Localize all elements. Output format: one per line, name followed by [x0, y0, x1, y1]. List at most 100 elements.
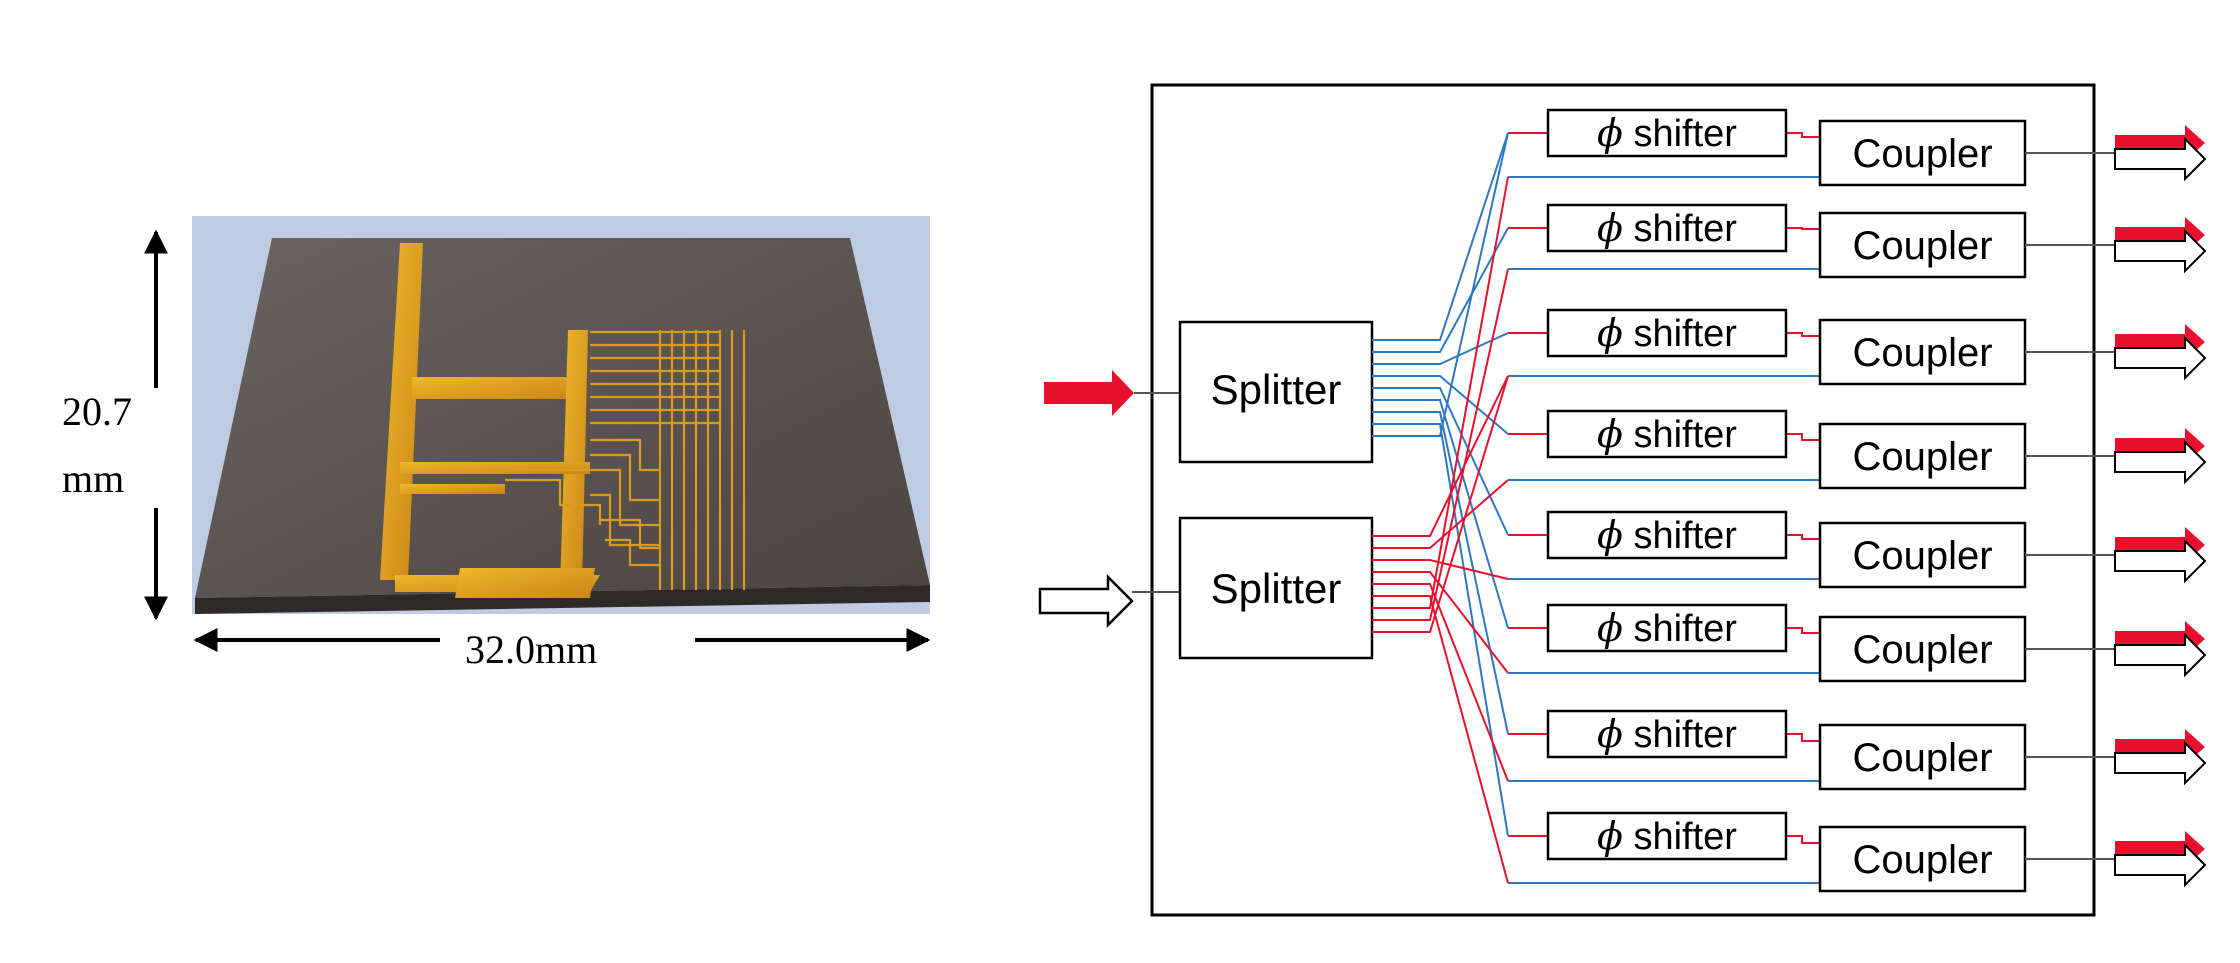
phase-shifter-box: [1546, 811, 1788, 861]
phase-shifter-label: ϕ shifter: [1597, 412, 1737, 456]
phase-shifter: ϕ shifter: [1546, 203, 1788, 253]
coupler-box: [1818, 422, 2027, 490]
width-label: 32.0mm: [465, 627, 597, 672]
output-hollow-arrow: [2114, 740, 2207, 786]
height-label-line2: mm: [62, 456, 124, 501]
phase-shifter-box: [1546, 203, 1788, 253]
splitter-bottom-fan: [1372, 268, 1509, 621]
chip-substrate: [195, 238, 930, 598]
output-red-arrow: [2115, 125, 2205, 161]
coupler: Coupler: [1818, 211, 2027, 279]
splitter-top: Splitter: [1178, 320, 1374, 464]
coupler-box: [1818, 521, 2027, 589]
output-red-arrow: [2115, 428, 2205, 464]
coupler: Coupler: [1818, 318, 2027, 386]
coupler-box: [1818, 318, 2027, 386]
splitter-top-label: Splitter: [1211, 366, 1342, 413]
coupler: Coupler: [1818, 521, 2027, 589]
output-red-arrow: [2115, 729, 2205, 765]
hollow-input-arrow: [1038, 573, 1134, 629]
phase-shifter-label: ϕ shifter: [1597, 513, 1737, 557]
output-red-arrow: [2115, 324, 2205, 360]
coupler-label: Coupler: [1852, 736, 1992, 780]
splitter-top-fan: [1372, 332, 1509, 365]
coupler-label: Coupler: [1852, 132, 1992, 176]
phase-shifter-label: ϕ shifter: [1597, 712, 1737, 756]
red-waveguide-to-coupler: [1786, 227, 1820, 230]
splitter-bottom-label: Splitter: [1211, 565, 1342, 612]
phase-shifter-box: [1546, 409, 1788, 459]
coupler-box: [1818, 723, 2027, 791]
splitter-top-fan: [1372, 375, 1509, 435]
red-waveguide-to-coupler: [1786, 627, 1820, 634]
coupler-box: [1818, 119, 2027, 187]
output-hollow-arrow: [2114, 439, 2207, 485]
fine-traces: [490, 330, 746, 590]
output-hollow-arrow: [2114, 136, 2207, 182]
coupler-label: Coupler: [1852, 224, 1992, 268]
phase-shifter-label: ϕ shifter: [1597, 311, 1737, 355]
output-red-arrow: [2115, 217, 2205, 253]
splitter-bottom-fan: [1372, 559, 1509, 580]
gold-traces: [380, 243, 600, 598]
red-waveguide-to-coupler: [1786, 534, 1820, 540]
coupler-box: [1818, 211, 2027, 279]
phase-shifter-label: ϕ shifter: [1597, 206, 1737, 250]
coupler: Coupler: [1818, 723, 2027, 791]
height-label-bg: [60, 388, 170, 508]
coupler-label: Coupler: [1852, 435, 1992, 479]
width-label-bg: [440, 615, 695, 675]
splitter-top-fan: [1372, 387, 1509, 536]
phase-shifter: ϕ shifter: [1546, 108, 1788, 158]
splitter-top-fan: [1372, 132, 1509, 437]
phase-shifter: ϕ shifter: [1546, 709, 1788, 759]
phase-shifter-box: [1546, 108, 1788, 158]
output-red-arrow: [2115, 621, 2205, 657]
output-hollow-arrow: [2114, 228, 2207, 274]
red-waveguide-to-coupler: [1786, 132, 1820, 138]
splitter-bottom-fan: [1372, 375, 1509, 537]
splitter-top-fan: [1372, 423, 1509, 837]
phase-shifter: ϕ shifter: [1546, 811, 1788, 861]
coupler: Coupler: [1818, 825, 2027, 893]
phase-shifter: ϕ shifter: [1546, 409, 1788, 459]
splitter-bottom-fan: [1372, 571, 1509, 674]
phase-shifter: ϕ shifter: [1546, 510, 1788, 560]
phase-shifter: ϕ shifter: [1546, 308, 1788, 358]
coupler-label: Coupler: [1852, 628, 1992, 672]
red-input-arrow: [1044, 370, 1134, 416]
output-hollow-arrow: [2114, 842, 2207, 888]
phase-shifter-label: ϕ shifter: [1597, 606, 1737, 650]
splitter-bottom-fan: [1372, 176, 1509, 609]
phase-shifter-box: [1546, 603, 1788, 653]
red-waveguide-to-coupler: [1786, 332, 1820, 337]
output-hollow-arrow: [2114, 632, 2207, 678]
splitter-bottom-fan: [1372, 595, 1509, 884]
splitter-top-fan: [1372, 132, 1509, 341]
phase-shifter-box: [1546, 510, 1788, 560]
phase-shifter-box: [1546, 709, 1788, 759]
output-hollow-arrow: [2114, 538, 2207, 584]
phase-shifter-label: ϕ shifter: [1597, 814, 1737, 858]
splitter-top-fan: [1372, 399, 1509, 629]
waveguide-routing: [1372, 132, 1820, 884]
coupler-label: Coupler: [1852, 838, 1992, 882]
coupler: Coupler: [1818, 422, 2027, 490]
coupler-box: [1818, 825, 2027, 893]
output-red-arrow: [2115, 527, 2205, 563]
red-waveguide-to-coupler: [1786, 733, 1820, 742]
phase-shifter-label: ϕ shifter: [1597, 111, 1737, 155]
coupler-label: Coupler: [1852, 331, 1992, 375]
splitter-bottom-fan: [1372, 375, 1509, 633]
phase-shifter: ϕ shifter: [1546, 603, 1788, 653]
chip-photo: 20.7 mm 32.0mm: [60, 216, 931, 675]
splitter-top-fan: [1372, 411, 1509, 735]
height-label-line1: 20.7: [62, 389, 132, 434]
splitter-bottom: Splitter: [1178, 516, 1374, 660]
coupler: Coupler: [1818, 615, 2027, 683]
red-waveguide-to-coupler: [1786, 835, 1820, 844]
